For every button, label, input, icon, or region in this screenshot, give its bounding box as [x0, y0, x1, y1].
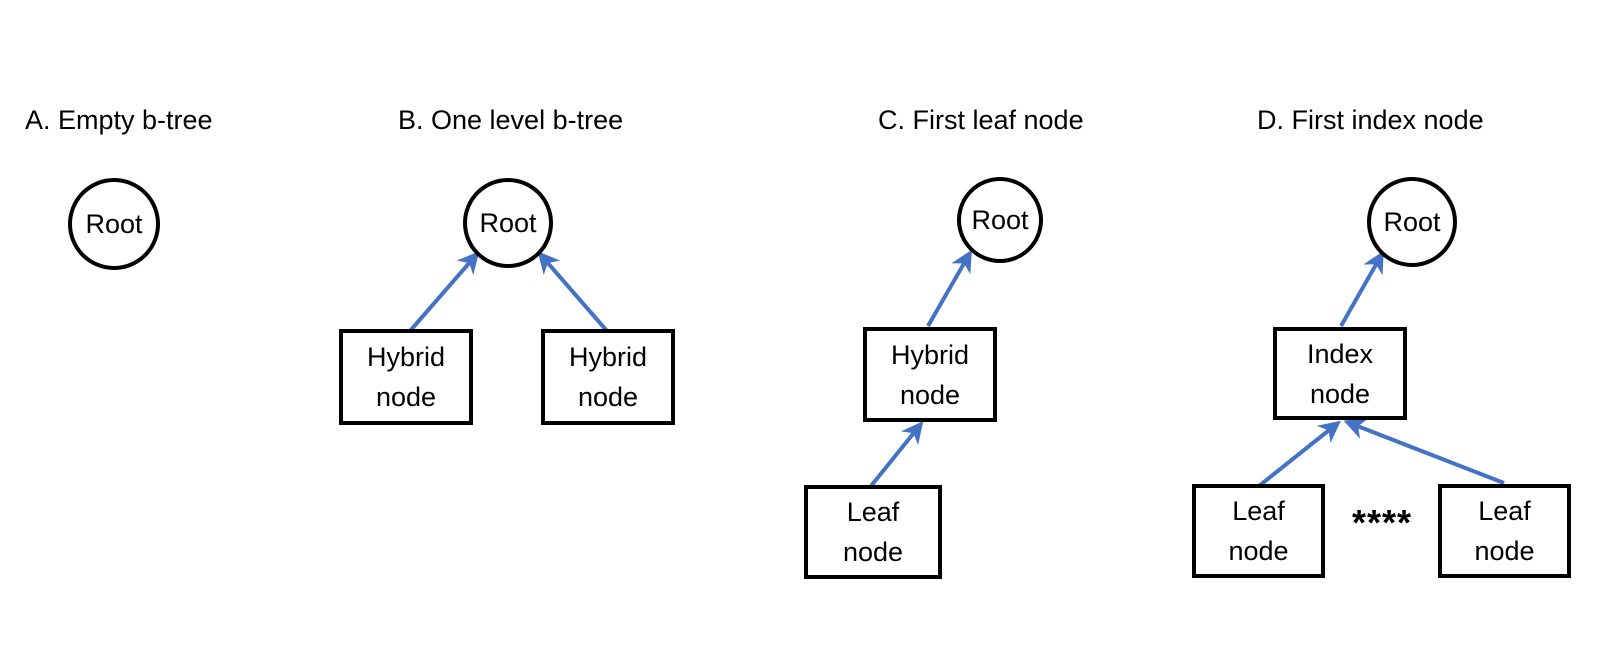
node-label-line: Index [1306, 338, 1374, 369]
arrow-c-leaf-to-hybrid [869, 421, 924, 488]
node-label-line: Hybrid [366, 342, 446, 372]
node-label-line: node [1474, 536, 1535, 566]
panel-c-hybrid-node: Hybrid node [863, 327, 997, 422]
node-label-line: node [899, 379, 961, 410]
node-label-line: Hybrid [890, 339, 970, 370]
node-label-line: node [1309, 378, 1371, 409]
panel-b-title: B. One level b-tree [398, 105, 624, 135]
panel-b-root-node: Root [463, 178, 553, 268]
arrow-b-left-child-to-root [408, 251, 480, 333]
panel-a-root-node: Root [68, 178, 160, 270]
panel-c-title: C. First leaf node [878, 105, 1084, 135]
leaf-ellipsis-separator: **** [1351, 502, 1413, 543]
panel-c-leaf-node: Leaf node [804, 485, 942, 579]
arrow-c-hybrid-to-root [926, 249, 972, 327]
node-label-line: Leaf [1232, 496, 1285, 526]
panel-d-left-leaf-node: Leaf node [1192, 484, 1325, 578]
arrow-d-index-to-root [1339, 250, 1384, 327]
panel-b-left-hybrid-node: Hybrid node [339, 329, 473, 425]
arrow-b-right-child-to-root [537, 251, 609, 333]
panel-a-title: A. Empty b-tree [25, 105, 213, 135]
panel-d-root-node: Root [1367, 177, 1457, 267]
panel-b-root-label: Root [479, 207, 537, 238]
node-label-line: node [375, 382, 437, 412]
panel-d-right-leaf-node: Leaf node [1438, 484, 1571, 578]
node-label-line: node [1228, 536, 1289, 566]
panel-d-index-node: Index node [1273, 327, 1407, 420]
panel-c-root-label: Root [971, 204, 1029, 235]
node-label-line: Hybrid [568, 342, 648, 372]
node-label-line: Leaf [846, 497, 900, 527]
node-label-line: node [577, 382, 639, 412]
node-label-line: node [842, 537, 904, 567]
arrow-d-left-leaf-to-index [1257, 420, 1341, 488]
panel-d-title: D. First index node [1257, 105, 1484, 135]
arrow-d-right-leaf-to-index [1343, 418, 1505, 485]
panel-d-root-label: Root [1383, 206, 1441, 237]
panel-b-right-hybrid-node: Hybrid node [541, 329, 675, 425]
panel-c-root-node: Root [957, 177, 1043, 263]
panel-a-root-label: Root [85, 208, 143, 239]
node-label-line: Leaf [1478, 496, 1531, 526]
